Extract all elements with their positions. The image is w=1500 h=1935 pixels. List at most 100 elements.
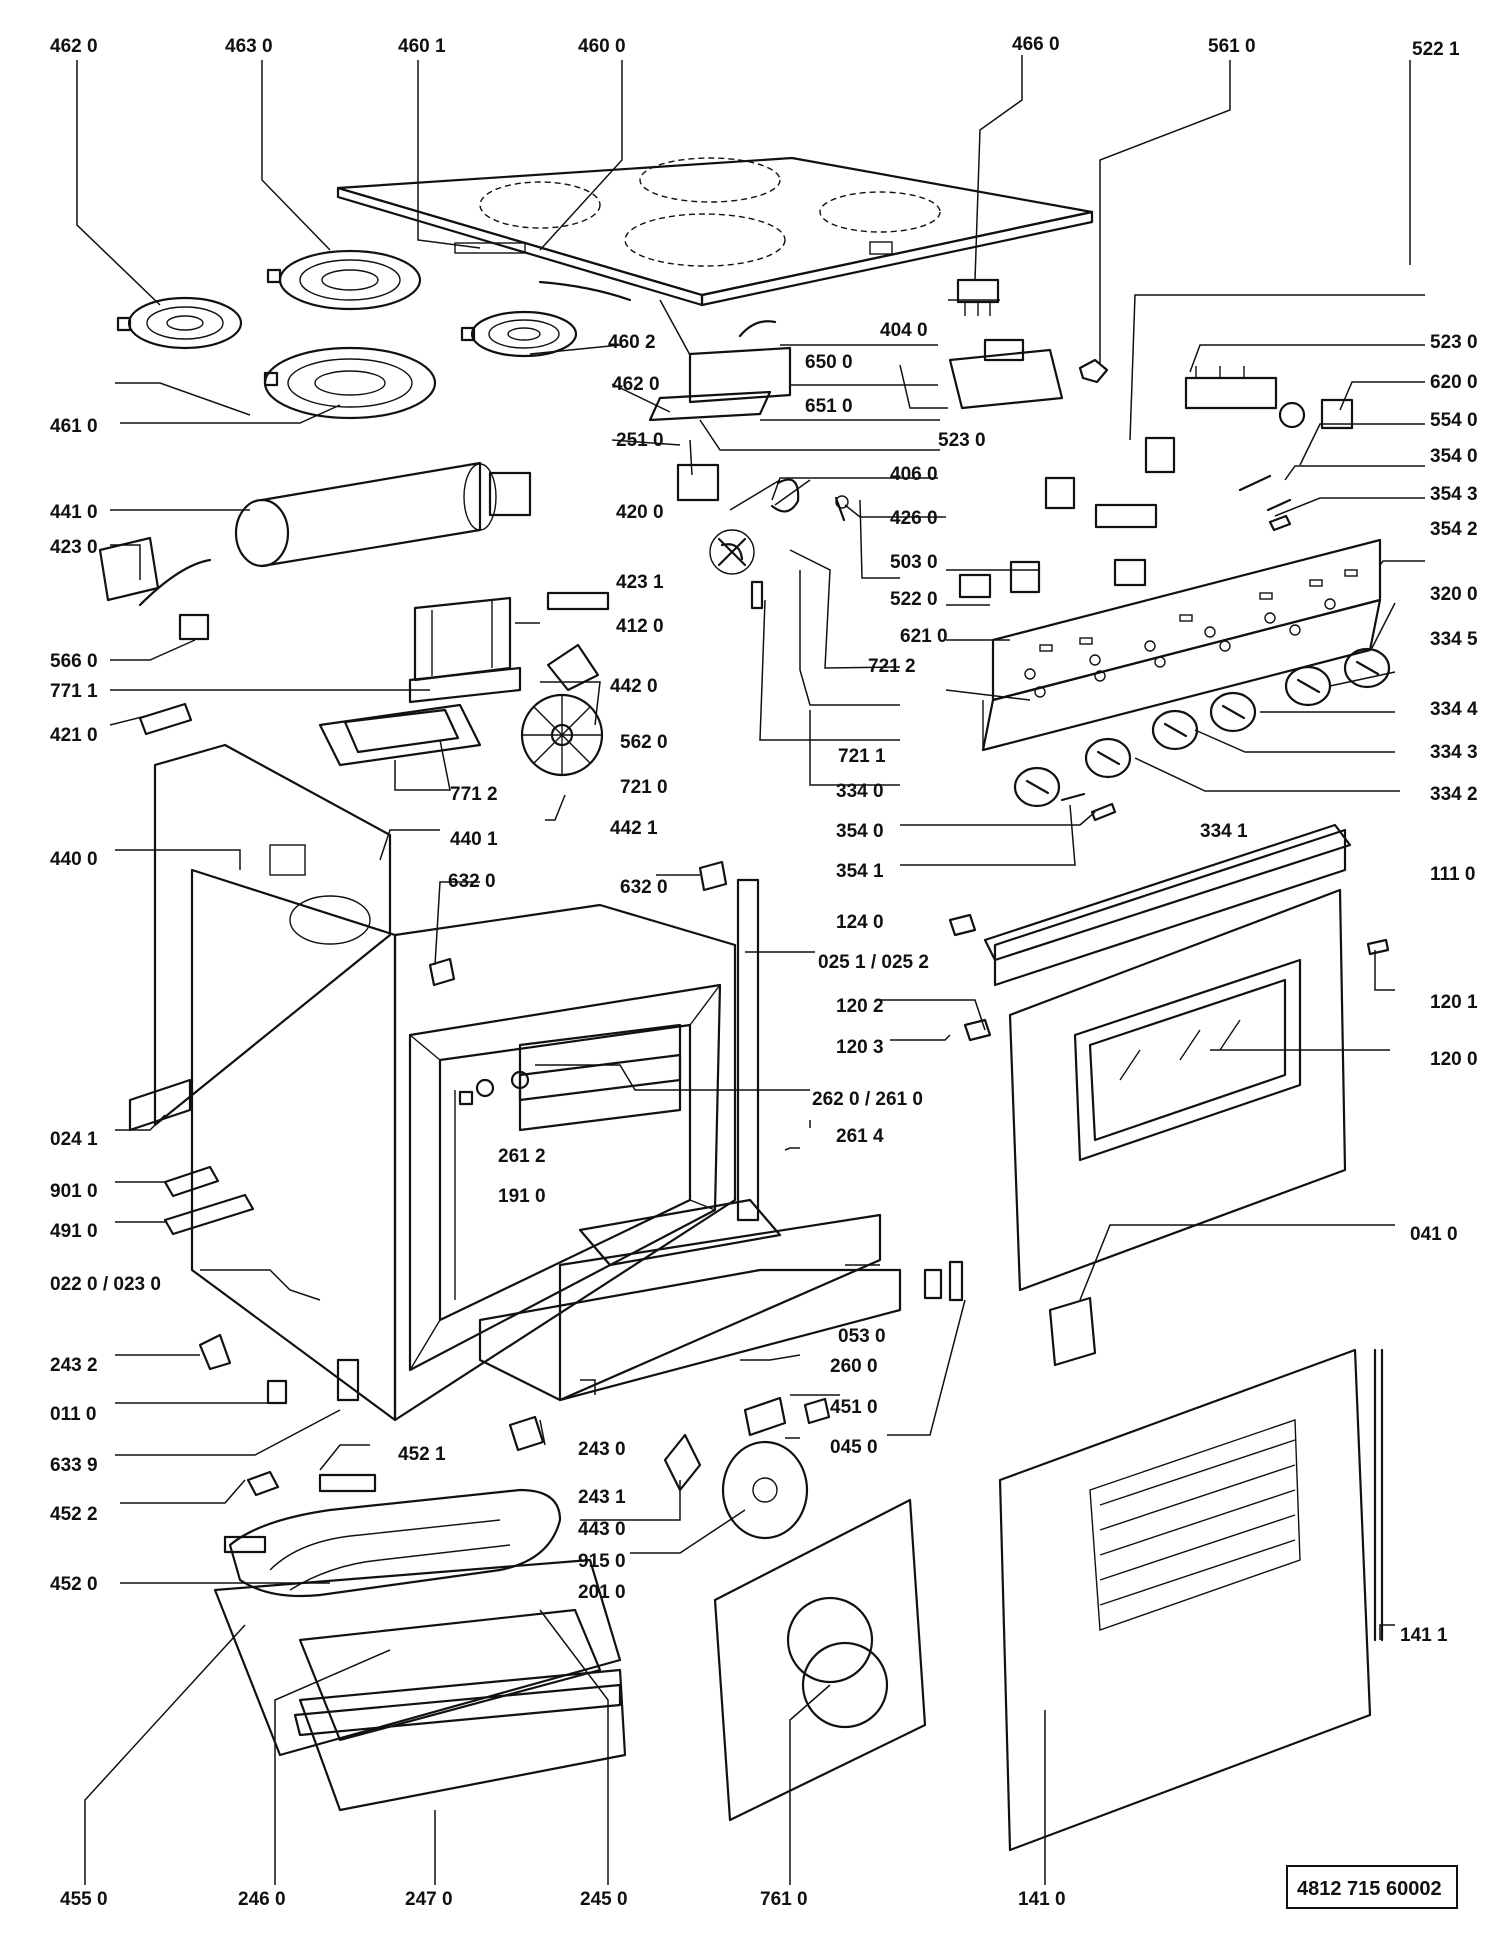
part-label-761-0: 761 0 <box>760 1889 808 1910</box>
oven-cabinet-drawing <box>190 868 760 1422</box>
part-label-621-0: 621 0 <box>900 626 948 647</box>
part-label-334-0: 334 0 <box>836 781 884 802</box>
heater-elements-drawing <box>116 249 578 420</box>
part-label-201-0: 201 0 <box>578 1582 626 1603</box>
controls-components-drawing <box>648 278 1354 610</box>
document-number: 4812 715 60002 <box>1297 1878 1442 1900</box>
document-number-box: 4812 715 60002 <box>1286 1865 1458 1909</box>
part-label-423-1: 423 1 <box>616 572 664 593</box>
part-label-251-0: 251 0 <box>616 430 664 451</box>
part-label-191-0: 191 0 <box>498 1186 546 1207</box>
drawer-tray-drawing <box>478 1198 902 1402</box>
part-label-426-0: 426 0 <box>890 508 938 529</box>
part-label-406-0: 406 0 <box>890 464 938 485</box>
part-label-334-4: 334 4 <box>1430 699 1478 720</box>
part-label-024-1: 024 1 <box>50 1129 98 1150</box>
part-label-354-0-top: 354 0 <box>1430 446 1478 467</box>
part-label-334-3: 334 3 <box>1430 742 1478 763</box>
part-label-632-0-right: 632 0 <box>620 877 668 898</box>
part-label-503-0: 503 0 <box>890 552 938 573</box>
part-label-421-0: 421 0 <box>50 725 98 746</box>
part-label-462-0-mid: 462 0 <box>612 374 660 395</box>
part-label-440-0: 440 0 <box>50 849 98 870</box>
part-label-523-0-mid: 523 0 <box>938 430 986 451</box>
part-label-354-0-mid: 354 0 <box>836 821 884 842</box>
rear-liner-drawing <box>713 1498 927 1822</box>
part-label-462-0-top: 462 0 <box>50 36 98 57</box>
baking-trays-drawing <box>213 1558 627 1812</box>
part-number-labels: 462 0 463 0 460 1 460 0 466 0 561 0 522 … <box>50 34 1478 1910</box>
part-label-011-0: 011 0 <box>50 1404 97 1425</box>
part-label-721-1: 721 1 <box>838 746 886 767</box>
part-label-522-1: 522 1 <box>1412 39 1460 60</box>
part-label-261-2: 261 2 <box>498 1146 546 1167</box>
part-label-260-0: 260 0 <box>830 1356 878 1377</box>
part-label-440-1: 440 1 <box>450 829 498 850</box>
transformer-fan-drawing <box>318 591 610 777</box>
leader-lines <box>76 55 1425 1885</box>
part-label-460-0: 460 0 <box>578 36 626 57</box>
part-label-455-0: 455 0 <box>60 1889 108 1910</box>
part-label-412-0: 412 0 <box>616 616 664 637</box>
part-label-404-0: 404 0 <box>880 320 928 341</box>
part-label-124-0: 124 0 <box>836 912 884 933</box>
part-label-562-0: 562 0 <box>620 732 668 753</box>
part-label-261-4: 261 4 <box>836 1126 884 1147</box>
part-label-246-0: 246 0 <box>238 1889 286 1910</box>
oven-rear-casing-drawing <box>128 743 392 1132</box>
part-label-320-0: 320 0 <box>1430 584 1478 605</box>
part-label-452-0: 452 0 <box>50 1574 98 1595</box>
part-label-771-1: 771 1 <box>50 681 98 702</box>
part-label-491-0: 491 0 <box>50 1221 98 1242</box>
part-label-334-1: 334 1 <box>1200 821 1248 842</box>
part-label-243-0: 243 0 <box>578 1439 626 1460</box>
part-label-025-1-025-2: 025 1 / 025 2 <box>818 952 929 973</box>
part-label-566-0: 566 0 <box>50 651 98 672</box>
hob-glass-top-drawing <box>336 156 1094 307</box>
part-label-243-2: 243 2 <box>50 1355 98 1376</box>
part-label-452-2: 452 2 <box>50 1504 98 1525</box>
part-label-243-1: 243 1 <box>578 1487 626 1508</box>
part-label-245-0: 245 0 <box>580 1889 628 1910</box>
part-label-354-1: 354 1 <box>836 861 884 882</box>
part-label-461-0: 461 0 <box>50 416 98 437</box>
part-label-120-3: 120 3 <box>836 1037 884 1058</box>
part-label-354-2: 354 2 <box>1430 519 1478 540</box>
part-label-141-0: 141 0 <box>1018 1889 1066 1910</box>
part-label-334-2: 334 2 <box>1430 784 1478 805</box>
part-label-554-0: 554 0 <box>1430 410 1478 431</box>
control-panel-drawing <box>981 538 1382 752</box>
part-label-523-0-top: 523 0 <box>1430 332 1478 353</box>
fan-motor-drawing <box>98 461 532 736</box>
part-label-354-3: 354 3 <box>1430 484 1478 505</box>
part-label-466-0: 466 0 <box>1012 34 1060 55</box>
part-label-650-0: 650 0 <box>805 352 853 373</box>
part-label-651-0: 651 0 <box>805 396 853 417</box>
part-label-443-0: 443 0 <box>578 1519 626 1540</box>
part-label-771-2: 771 2 <box>450 784 498 805</box>
part-label-420-0: 420 0 <box>616 502 664 523</box>
part-label-620-0: 620 0 <box>1430 372 1478 393</box>
part-label-120-1: 120 1 <box>1430 992 1478 1013</box>
part-label-423-0: 423 0 <box>50 537 98 558</box>
part-label-442-1: 442 1 <box>610 818 658 839</box>
part-label-721-0: 721 0 <box>620 777 668 798</box>
part-label-721-2: 721 2 <box>868 656 916 677</box>
part-label-262-0-261-0: 262 0 / 261 0 <box>812 1089 923 1110</box>
part-label-442-0: 442 0 <box>610 676 658 697</box>
part-label-334-5: 334 5 <box>1430 629 1478 650</box>
part-label-053-0: 053 0 <box>838 1326 886 1347</box>
part-label-632-0-left: 632 0 <box>448 871 496 892</box>
part-label-460-2: 460 2 <box>608 332 656 353</box>
part-label-120-0: 120 0 <box>1430 1049 1478 1070</box>
part-label-045-0: 045 0 <box>830 1437 878 1458</box>
rear-fan-element-drawing <box>663 1396 809 1540</box>
part-label-022-0-023-0: 022 0 / 023 0 <box>50 1274 161 1295</box>
control-knobs-drawing <box>1013 647 1391 822</box>
part-label-460-1: 460 1 <box>398 36 446 57</box>
part-label-451-0: 451 0 <box>830 1397 878 1418</box>
part-label-901-0: 901 0 <box>50 1181 98 1202</box>
part-label-561-0: 561 0 <box>1208 36 1256 57</box>
outer-door-glass-drawing <box>998 1348 1384 1852</box>
